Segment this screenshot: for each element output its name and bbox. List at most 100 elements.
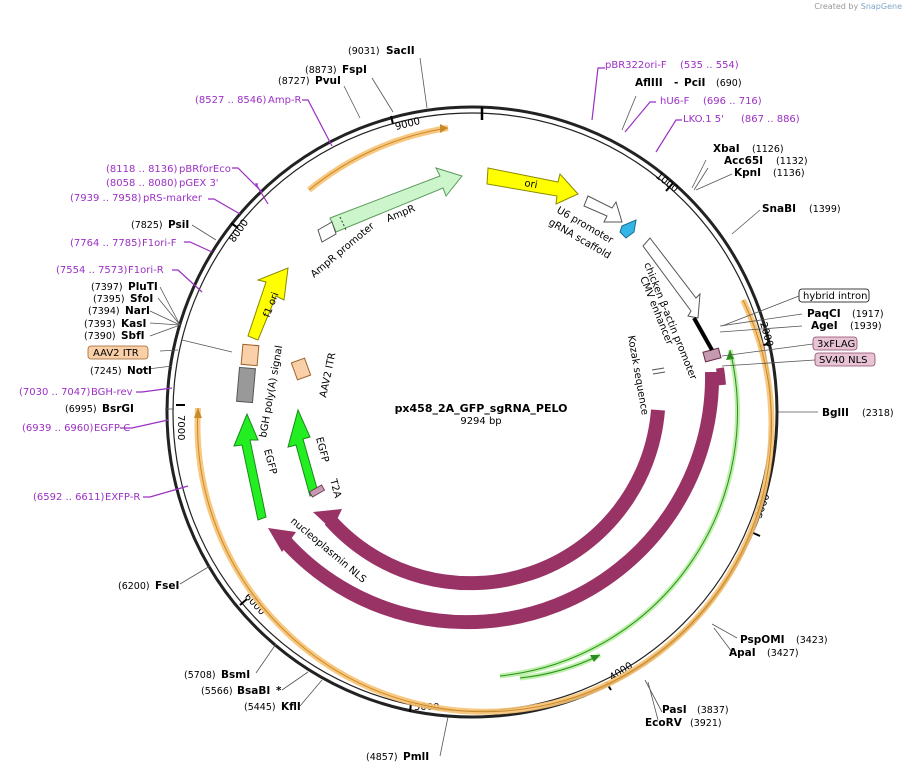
site-bsrgi-pos: (6995): [65, 404, 97, 415]
site-sacii: SacII: [386, 45, 415, 57]
egfp-inner-label: EGFP: [313, 436, 330, 464]
snapgene-credit: Created by SnapGene: [814, 2, 902, 11]
site-ecorv-pos: (3921): [690, 718, 722, 729]
site-sbfi: SbfI: [121, 330, 145, 342]
primer-bgh-rev: BGH-rev: [91, 387, 133, 398]
site-sfoi: SfoI: [130, 293, 153, 305]
site-pmli: PmlI: [403, 751, 429, 763]
site-agei-pos: (1939): [850, 321, 882, 332]
snapgene-brand: SnapGene: [860, 2, 902, 11]
site-snabi: SnaBI: [762, 203, 796, 215]
primer-lko-range: (867 .. 886): [741, 114, 800, 125]
primer-pbrforeco: pBRforEco: [179, 164, 231, 175]
site-kasi-pos: (7393): [84, 319, 116, 330]
primer-f1ori-r-range: (7554 .. 7573): [56, 265, 128, 276]
site-kpni-pos: (1136): [773, 168, 805, 179]
site-pmli-pos: (4857): [366, 752, 398, 763]
site-nari: NarI: [125, 305, 150, 317]
site-sbfi-pos: (7390): [84, 331, 116, 342]
primer-pbrforeco-range: (8118 .. 8136): [106, 164, 178, 175]
site-fsei: FseI: [155, 580, 179, 592]
ori-feature: ori: [486, 167, 579, 205]
site-apai: ApaI: [729, 647, 756, 659]
site-snabi-pos: (1399): [809, 204, 841, 215]
site-noti-pos: (7245): [90, 366, 122, 377]
primer-pbr322ori-f: pBR322ori-F: [605, 60, 667, 71]
aav2-inner-label: AAV2 ITR: [318, 352, 338, 399]
primer-amp-r-range: (8527 .. 8546): [195, 95, 267, 106]
site-pspomi: PspOMI: [740, 634, 785, 646]
site-acc65i-pos: (1132): [776, 156, 808, 167]
aav2-inner-feature: AAV2 ITR: [290, 352, 338, 399]
site-fspi-pos: (8873): [305, 65, 337, 76]
site-acc65i: Acc65I: [724, 155, 763, 167]
site-bsmi: BsmI: [221, 669, 250, 681]
site-bglii: BglII: [822, 407, 849, 419]
site-pasi: PasI: [662, 704, 687, 716]
primer-prs-marker-range: (7939 .. 7958): [70, 193, 142, 204]
site-pluti: PluTI: [128, 281, 158, 293]
credit-prefix: Created by: [814, 2, 859, 11]
site-bsabi-pos: (5566): [201, 686, 233, 697]
sv40-nls-label: SV40 NLS: [819, 355, 868, 366]
tick-9000: 9000: [394, 116, 421, 133]
plasmid-size: 9294 bp: [460, 416, 501, 427]
bgh-label: bGH poly(A) signal: [258, 345, 285, 439]
site-kfli-pos: (5445): [244, 702, 276, 713]
plasmid-name: px458_2A_GFP_sgRNA_PELO: [395, 402, 568, 415]
site-kpni: KpnI: [734, 167, 761, 179]
primer-exfp-r: EXFP-R: [105, 492, 140, 503]
ori-label: ori: [523, 178, 538, 191]
site-apai-pos: (3427): [767, 648, 799, 659]
site-kfli: KflI: [281, 701, 301, 713]
site-afliii-sep: -: [674, 77, 678, 89]
site-noti: NotI: [127, 365, 152, 377]
primer-f1ori-f: F1ori-F: [142, 238, 177, 249]
primer-f1ori-r: F1ori-R: [128, 265, 164, 276]
site-ecorv: EcoRV: [645, 717, 683, 729]
site-pluti-pos: (7397): [91, 282, 123, 293]
site-sfoi-pos: (7395): [93, 294, 125, 305]
site-fsei-pos: (6200): [118, 581, 150, 592]
primer-hu6-f-range: (696 .. 716): [703, 96, 762, 107]
site-bsabi-mark: *: [276, 685, 282, 697]
primer-egfp-c-range: (6939 .. 6960): [22, 423, 94, 434]
restriction-sites: (9031) SacII (8873) FspI (8727) PvuI Afl…: [65, 45, 894, 763]
tick-7000: 7000: [175, 415, 186, 440]
site-xbai-pos: (1126): [752, 144, 784, 155]
site-psii: PsiI: [168, 219, 189, 231]
site-afliii: AflIII: [635, 77, 663, 89]
primer-prs-marker: pRS-marker: [143, 193, 203, 204]
t2a-label: T2A: [327, 477, 343, 500]
site-kasi: KasI: [121, 318, 146, 330]
f1-ori-feature: f1 ori: [247, 267, 289, 341]
3xflag-label: 3xFLAG: [817, 339, 855, 350]
primer-exfp-r-range: (6592 .. 6611): [33, 492, 105, 503]
primers: pBR322ori-F (535 .. 554) hU6-F (696 .. 7…: [19, 60, 800, 503]
site-nari-pos: (7394): [88, 306, 120, 317]
site-pvui: PvuI: [315, 75, 341, 87]
aav2-itr-box-label: AAV2 ITR: [93, 348, 139, 359]
site-leaders: [139, 57, 818, 757]
outer-orange-feature: [194, 124, 775, 715]
site-bglii-pos: (2318): [862, 408, 894, 419]
promoter-features: chicken β-actin promoter CMV enhancer Ko…: [625, 237, 714, 416]
egfp-outer-label: EGFP: [261, 448, 278, 476]
site-pcii: PciI: [684, 77, 705, 89]
primer-amp-r: Amp-R: [268, 95, 302, 106]
primer-f1ori-f-range: (7764 .. 7785): [70, 238, 142, 249]
boxed-features: hybrid intron 3xFLAG SV40 NLS AAV2 ITR: [87, 288, 876, 367]
primer-hu6-f: hU6-F: [660, 96, 690, 107]
site-agei: AgeI: [811, 320, 838, 332]
site-pspomi-pos: (3423): [796, 635, 828, 646]
site-pasi-pos: (3837): [697, 705, 729, 716]
site-paqci-pos: (1917): [852, 309, 884, 320]
site-bsmi-pos: (5708): [184, 670, 216, 681]
site-bsabi: BsaBI: [237, 685, 270, 697]
site-fspi: FspI: [342, 64, 367, 76]
cas9-outer-label: Cas9: [553, 626, 580, 643]
primer-egfp-c: EGFP-C: [94, 423, 130, 434]
tick-8000: 8000: [227, 218, 251, 245]
outer-green-feature: [499, 349, 740, 681]
